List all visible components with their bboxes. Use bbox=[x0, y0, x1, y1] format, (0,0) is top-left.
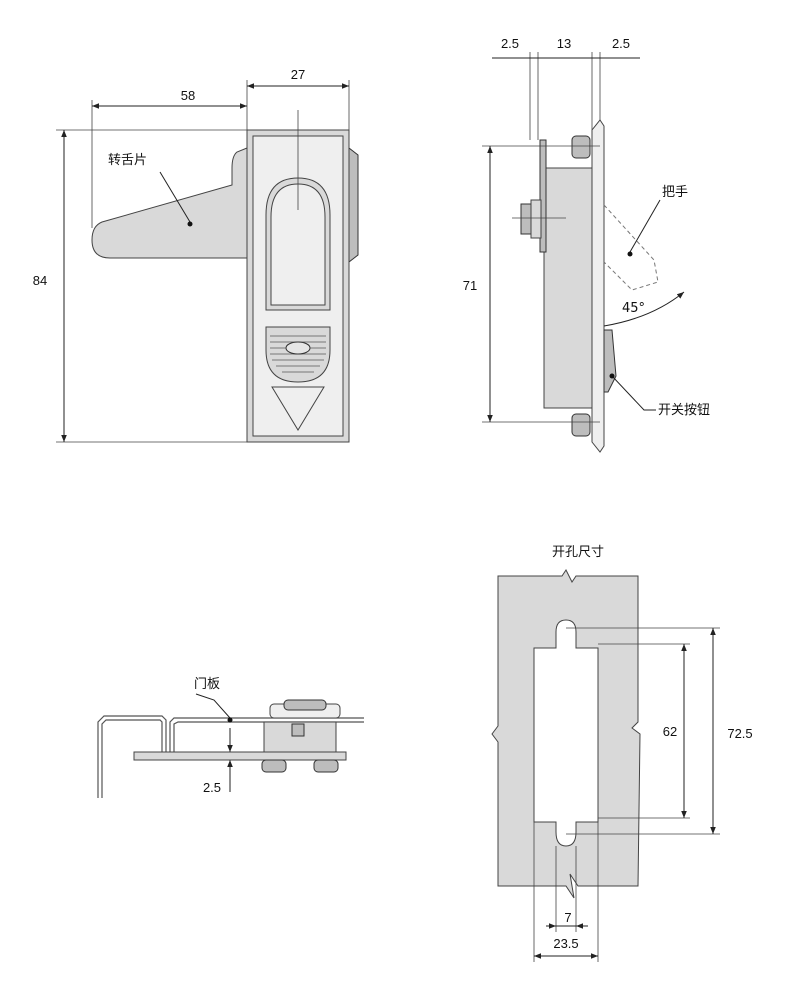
cutout-plate bbox=[491, 569, 641, 899]
dim-width-total: 58 bbox=[181, 88, 195, 103]
dim-top-right: 2.5 bbox=[612, 36, 630, 51]
arrow-down-icon bbox=[271, 386, 325, 431]
dim-slot-width: 7 bbox=[564, 910, 571, 925]
dim-outer-height: 72.5 bbox=[727, 726, 752, 741]
latch-tongue bbox=[91, 147, 248, 259]
dim-height-side: 71 bbox=[463, 278, 477, 293]
cutout-view: 开孔尺寸 62 72.5 7 23.5 bbox=[491, 545, 753, 962]
dim-top-left: 2.5 bbox=[501, 36, 519, 51]
label-button: 开关按钮 bbox=[658, 403, 710, 418]
side-view: 45° 2.5 13 2.5 71 把手 开关按钮 bbox=[463, 36, 710, 453]
label-door: 门板 bbox=[194, 677, 220, 692]
dim-thickness: 2.5 bbox=[203, 780, 221, 795]
dim-top-mid: 13 bbox=[557, 36, 571, 51]
label-handle: 把手 bbox=[662, 185, 688, 200]
cutout-title: 开孔尺寸 bbox=[552, 545, 604, 560]
front-view: 58 27 84 转舌片 bbox=[33, 67, 359, 443]
dim-width-body: 27 bbox=[291, 67, 305, 82]
dim-opening-width: 23.5 bbox=[553, 936, 578, 951]
dim-inner-height: 62 bbox=[663, 724, 677, 739]
label-tongue: 转舌片 bbox=[108, 153, 147, 168]
label-angle: 45° bbox=[622, 301, 645, 316]
dim-height-front: 84 bbox=[33, 273, 47, 288]
install-view: 门板 2.5 bbox=[97, 677, 364, 798]
